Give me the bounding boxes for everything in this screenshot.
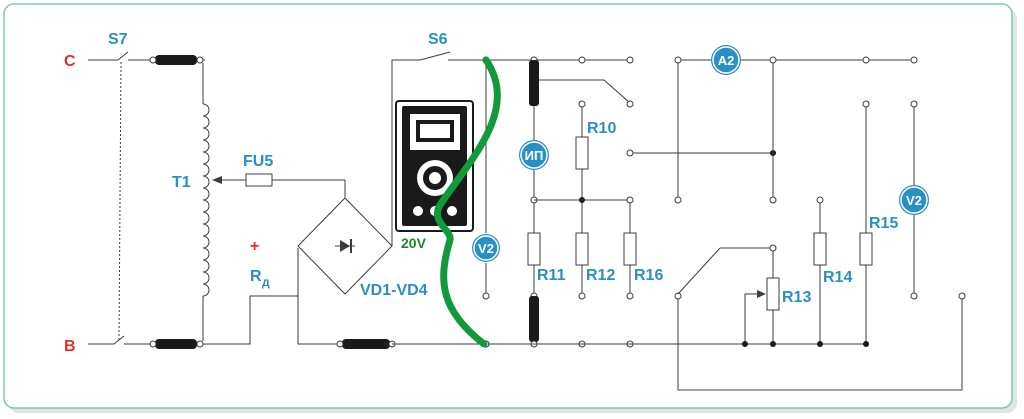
fuse-bottom-b [155,339,197,349]
label-r10: R10 [587,120,616,137]
label-v2-left: V2 [478,241,494,256]
label-s6: S6 [428,31,448,48]
label-r15: R15 [869,215,898,232]
label-phase-c: C [64,53,76,70]
resistor-r14 [813,232,827,266]
label-20v: 20V [401,235,427,251]
resistor-r15 [859,232,873,266]
label-r16: R16 [634,267,663,284]
supply-section [88,51,485,349]
resistor-r10 [575,136,589,170]
resistor-r13 [766,277,780,311]
label-plus: + [250,238,259,255]
label-r13: R13 [782,289,811,306]
tap-arrow-icon [212,176,222,184]
right-section [674,45,966,391]
probe-wire[interactable] [434,56,501,348]
wiper-arrow-icon [757,290,766,298]
fuse-top-c [155,55,197,65]
label-v2-right: V2 [906,193,922,208]
label-fu5: FU5 [243,153,273,170]
measurement-section [472,56,866,348]
label-a2: A2 [718,53,735,68]
resistor-r16 [623,232,637,266]
multimeter-jack-3[interactable] [447,206,457,216]
frame [3,3,1013,409]
multimeter-jack-1[interactable] [413,206,423,216]
transformer-winding [202,103,210,297]
label-power-source: ИП [525,148,544,163]
label-r14: R14 [823,269,852,286]
label-t1: T1 [172,174,191,191]
diode-icon [340,240,350,252]
resistor-r12 [575,232,589,266]
label-rd: R [250,268,262,285]
label-r11: R11 [537,267,566,284]
multimeter[interactable] [395,100,474,232]
fuse-fu5 [245,173,273,187]
label-rd-sub: д [262,275,270,289]
label-r12: R12 [586,267,615,284]
fuse-bottom-2 [342,339,390,349]
label-phase-b: B [64,338,76,355]
label-s7: S7 [108,31,128,48]
resistor-r11 [527,232,541,266]
label-vd1-vd4: VD1-VD4 [360,282,428,299]
